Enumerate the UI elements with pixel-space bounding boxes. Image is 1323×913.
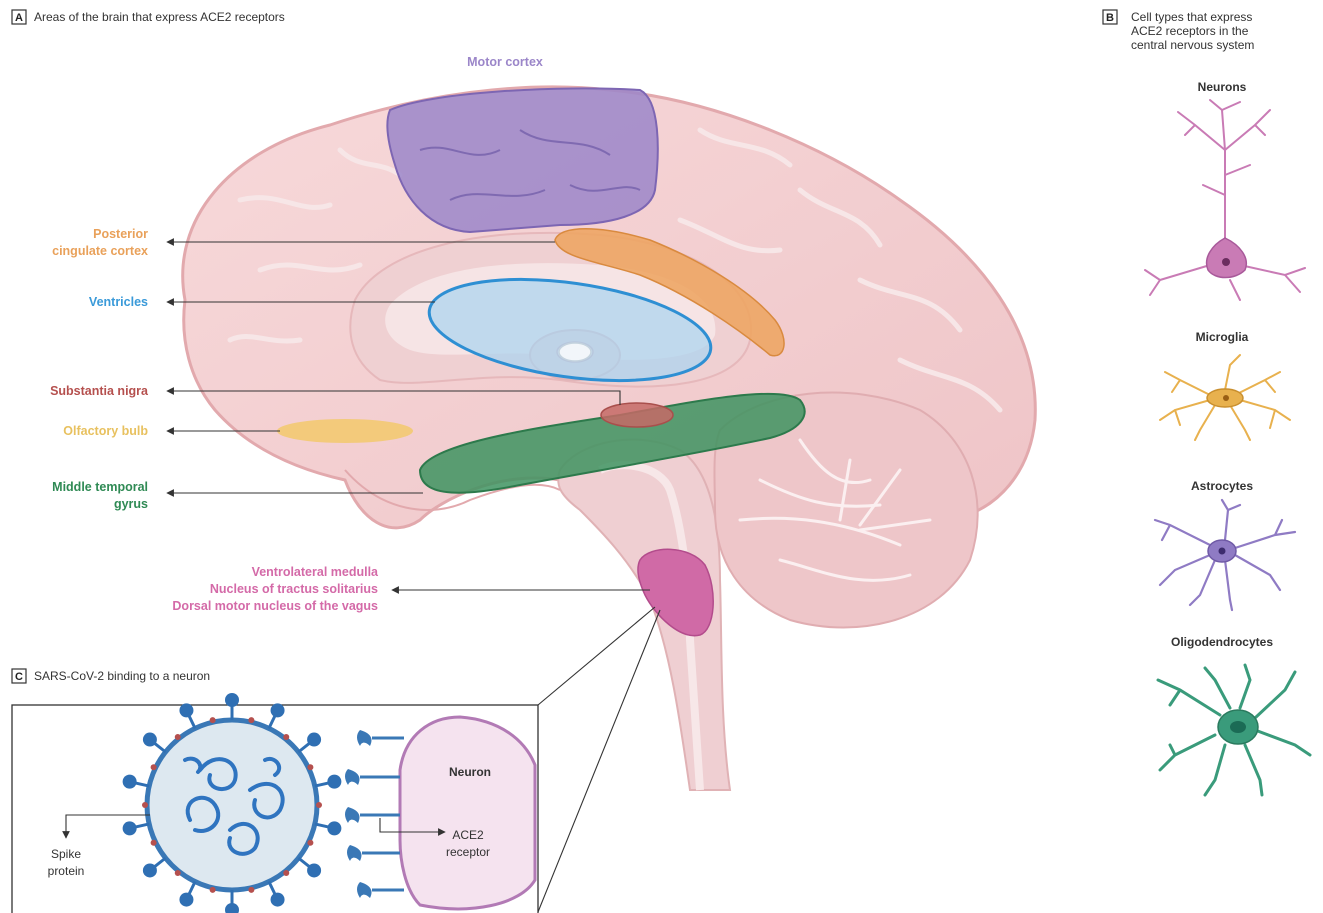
spike-head <box>271 703 285 717</box>
neuron-label: Neuron <box>449 765 491 779</box>
spike-head <box>327 775 341 789</box>
spike-head <box>143 733 157 747</box>
membrane-protein <box>142 802 148 808</box>
label-middle-temporal: Middle temporal <box>52 480 148 494</box>
svg-text:Areas of the brain that expres: Areas of the brain that express ACE2 rec… <box>34 10 285 24</box>
membrane-protein <box>307 764 313 770</box>
svg-text:B: B <box>1106 12 1114 24</box>
spike-label-2: protein <box>48 864 85 878</box>
membrane-protein <box>248 887 254 893</box>
svg-text:ACE2 receptors in the: ACE2 receptors in the <box>1131 24 1249 38</box>
spike-label: Spike <box>51 847 81 861</box>
panel-b-header: B Cell types that express ACE2 receptors… <box>1103 10 1254 52</box>
spike-head <box>179 703 193 717</box>
membrane-protein <box>316 802 322 808</box>
spike-head <box>307 733 321 747</box>
label-olfactory-bulb: Olfactory bulb <box>63 424 148 438</box>
svg-text:Microglia: Microglia <box>1196 330 1249 344</box>
spike-head <box>271 893 285 907</box>
ace2-label-2: receptor <box>446 845 490 859</box>
microglia-cell: Microglia <box>1160 330 1290 440</box>
membrane-protein <box>283 734 289 740</box>
label-dorsal-motor-nucleus: Dorsal motor nucleus of the vagus <box>172 599 378 613</box>
spike-head <box>225 693 239 707</box>
olfactory-bulb-region <box>277 419 413 443</box>
membrane-protein <box>283 870 289 876</box>
svg-text:Astrocytes: Astrocytes <box>1191 479 1253 493</box>
svg-text:Neurons: Neurons <box>1198 80 1247 94</box>
membrane-protein <box>175 734 181 740</box>
membrane-protein <box>248 717 254 723</box>
spike-head <box>123 775 137 789</box>
panel-c-header: C SARS-CoV-2 binding to a neuron <box>12 669 210 683</box>
spike-head <box>143 863 157 877</box>
svg-text:C: C <box>15 671 23 683</box>
membrane-protein <box>175 870 181 876</box>
label-posterior-cingulate-2: cingulate cortex <box>52 244 148 258</box>
label-substantia-nigra: Substantia nigra <box>50 384 149 398</box>
spike-head <box>179 893 193 907</box>
spike-head <box>123 821 137 835</box>
svg-text:central nervous system: central nervous system <box>1131 38 1254 52</box>
spike-head <box>327 821 341 835</box>
astrocyte-cell: Astrocytes <box>1155 479 1295 610</box>
panel-a-header: A Areas of the brain that express ACE2 r… <box>12 10 285 24</box>
membrane-protein <box>151 840 157 846</box>
membrane-protein <box>307 840 313 846</box>
svg-text:Oligodendrocytes: Oligodendrocytes <box>1171 635 1273 649</box>
medulla-region <box>638 549 713 635</box>
spike-head <box>307 863 321 877</box>
ace2-label: ACE2 <box>452 828 484 842</box>
label-nucleus-tractus: Nucleus of tractus solitarius <box>210 582 378 596</box>
membrane-protein <box>151 764 157 770</box>
substantia-nigra-region <box>601 403 673 427</box>
membrane-protein <box>210 887 216 893</box>
neuron-cell: Neurons <box>1145 80 1305 300</box>
membrane-protein <box>210 717 216 723</box>
label-ventricles: Ventricles <box>89 295 148 309</box>
label-middle-temporal-2: gyrus <box>114 497 148 511</box>
label-posterior-cingulate: Posterior <box>93 227 148 241</box>
svg-text:SARS-CoV-2 binding to a neuron: SARS-CoV-2 binding to a neuron <box>34 669 210 683</box>
motor-cortex-region <box>387 88 658 232</box>
label-ventrolateral-medulla: Ventrolateral medulla <box>252 565 379 579</box>
svg-text:A: A <box>15 12 23 24</box>
label-motor-cortex: Motor cortex <box>467 55 543 69</box>
svg-text:Cell types that express: Cell types that express <box>1131 10 1252 24</box>
oligodendrocyte-cell: Oligodendrocytes <box>1158 635 1310 795</box>
